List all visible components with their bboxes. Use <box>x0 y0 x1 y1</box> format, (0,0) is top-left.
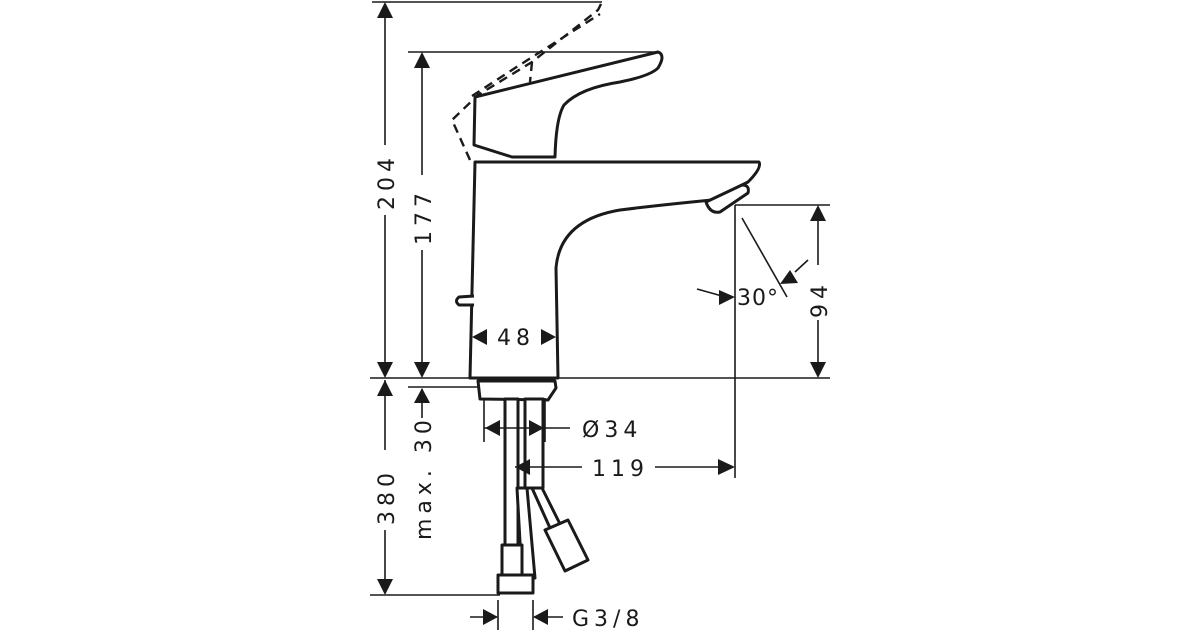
drain-rod <box>455 294 475 307</box>
label-204: 204 <box>375 153 400 210</box>
label-380: 380 <box>375 468 400 525</box>
dim-30deg <box>696 217 809 305</box>
label-94: 94 <box>808 280 833 318</box>
label-g3-8: G3/8 <box>572 607 644 630</box>
label-177: 177 <box>412 188 437 245</box>
mounting-assembly <box>476 379 590 595</box>
lever <box>472 50 664 159</box>
dim-177 <box>414 52 430 378</box>
dim-48 <box>472 329 556 345</box>
dim-380 <box>377 380 393 595</box>
dim-204 <box>377 2 393 378</box>
aerator <box>704 183 750 214</box>
faucet-body <box>468 160 761 380</box>
label-30deg: 30° <box>737 286 779 311</box>
dim-94 <box>810 205 826 378</box>
dim-g3-8 <box>470 600 563 630</box>
lever-open-position-dashed <box>450 1 604 161</box>
dim-119 <box>515 459 735 475</box>
label-119: 119 <box>592 457 649 482</box>
extension-lines <box>370 1 830 596</box>
dim-max30 <box>414 388 430 418</box>
label-48: 48 <box>497 326 535 351</box>
label-diameter-34: Ø34 <box>582 418 642 443</box>
label-max30: max. 30 <box>412 415 437 540</box>
dim-diameter-34 <box>484 420 570 436</box>
